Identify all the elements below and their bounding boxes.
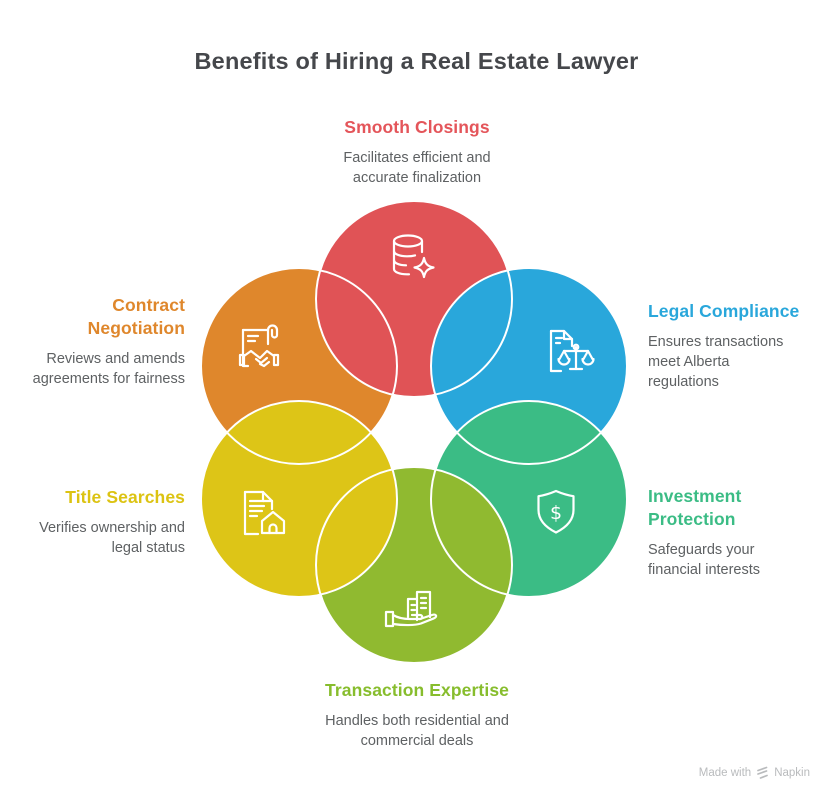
legal-compliance-desc: Ensures transactions meet Alberta regula…: [648, 334, 784, 390]
watermark-brand: Napkin: [774, 767, 810, 779]
database-sparkle-icon: [392, 234, 435, 279]
label-investment-protection: Investment Protection Safeguards your fi…: [648, 485, 798, 580]
transaction-expertise-desc: Handles both residential and commercial …: [325, 713, 509, 749]
hand-buildings-icon: [384, 590, 438, 628]
circle-outlines: [200, 200, 628, 664]
smooth-closings-desc: Facilitates efficient and accurate final…: [343, 150, 491, 186]
label-transaction-expertise: Transaction Expertise Handles both resid…: [237, 679, 597, 751]
contract-negotiation-desc: Reviews and amends agreements for fairne…: [32, 351, 185, 387]
document-scales-icon: [549, 329, 595, 373]
contract-negotiation-title: Contract Negotiation: [87, 295, 185, 338]
napkin-watermark[interactable]: Made with Napkin: [699, 766, 810, 780]
investment-protection-desc: Safeguards your financial interests: [648, 542, 761, 578]
page-title: Benefits of Hiring a Real Estate Lawyer: [194, 48, 639, 74]
document-house-icon: [243, 490, 286, 536]
title-searches-title: Title Searches: [65, 487, 185, 507]
label-title-searches: Title Searches Verifies ownership and le…: [15, 486, 185, 558]
watermark-prefix: Made with: [698, 767, 752, 779]
smooth-closings-title: Smooth Closings: [344, 117, 490, 137]
legal-compliance-title: Legal Compliance: [648, 301, 800, 321]
napkin-logo-icon: [757, 766, 769, 779]
investment-protection-title: Investment Protection: [648, 486, 742, 529]
shield-dollar-icon: $: [537, 489, 575, 534]
label-smooth-closings: Smooth Closings Facilitates efficient an…: [257, 116, 577, 188]
svg-text:$: $: [550, 502, 562, 524]
label-legal-compliance: Legal Compliance Ensures transactions me…: [648, 300, 820, 392]
transaction-expertise-title: Transaction Expertise: [325, 680, 509, 700]
label-contract-negotiation: Contract Negotiation Reviews and amends …: [25, 294, 185, 389]
scroll-handshake-icon: [238, 324, 280, 368]
title-searches-desc: Verifies ownership and legal status: [39, 520, 185, 556]
